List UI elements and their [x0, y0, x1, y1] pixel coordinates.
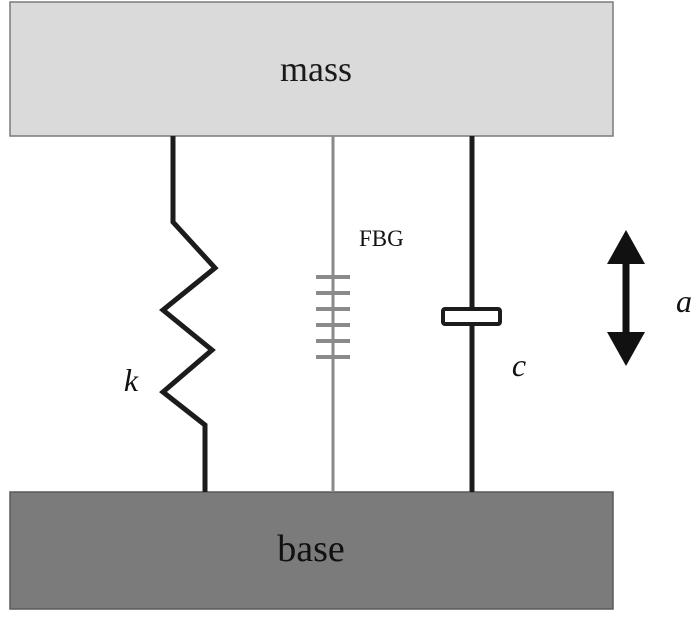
- spring-label: k: [124, 362, 139, 398]
- arrow-head-up: [607, 230, 645, 264]
- base-rect: [9, 491, 614, 610]
- mass-block: mass: [9, 1, 614, 137]
- double-arrow-vertical-icon: [607, 230, 645, 366]
- base-block: base: [9, 491, 614, 610]
- fbg-label: FBG: [359, 226, 404, 251]
- damper-label: c: [512, 347, 526, 383]
- mass-rect: [9, 1, 614, 137]
- fbg-grating: [316, 275, 350, 359]
- arrow-head-down: [607, 332, 645, 366]
- damper-piston: [441, 307, 502, 326]
- motion-label: a: [676, 283, 692, 319]
- fbg-sensor: FBG: [316, 136, 404, 492]
- damper-c: c: [441, 136, 526, 492]
- spring-k: k: [124, 136, 219, 492]
- spring-coil: [159, 136, 219, 492]
- base-label: base: [277, 528, 345, 570]
- mass-label: mass: [280, 49, 352, 89]
